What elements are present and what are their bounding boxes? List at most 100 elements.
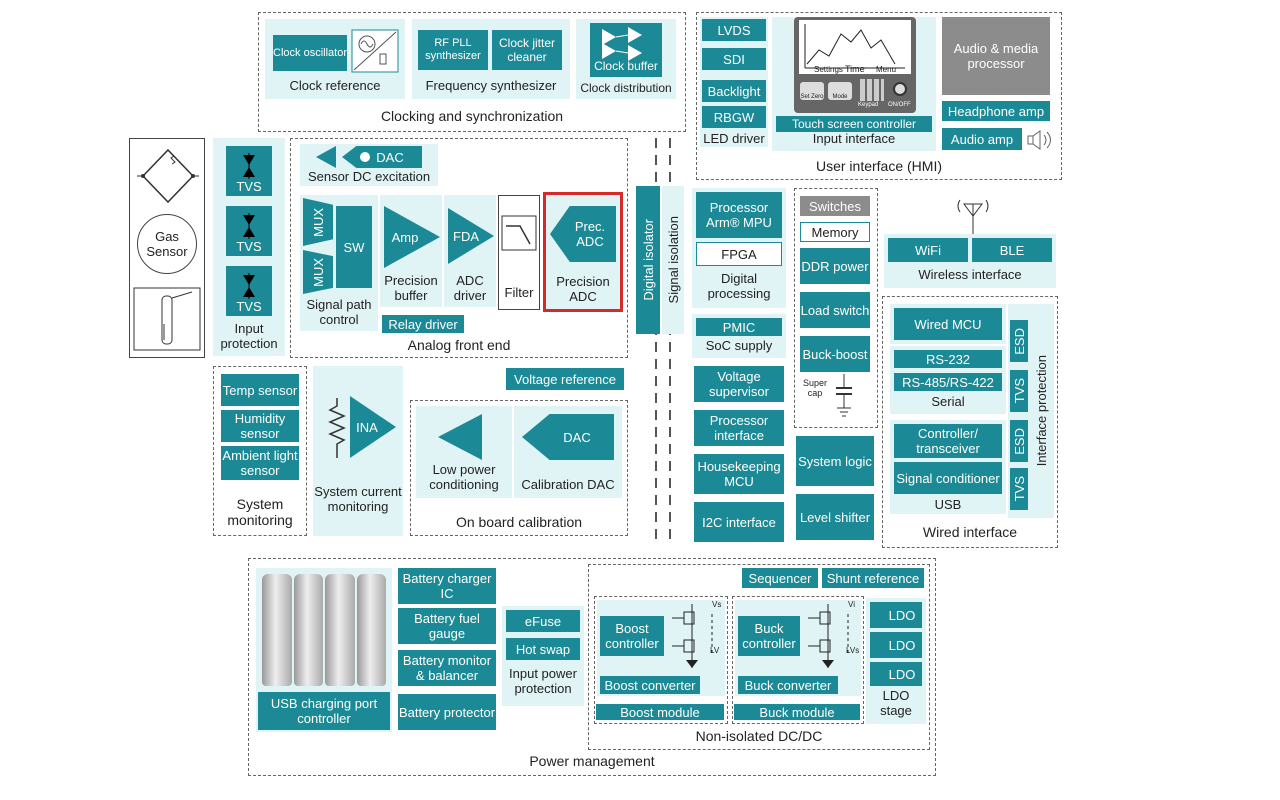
- system-logic-block: System logic: [796, 436, 874, 486]
- ldo-block-3: LDO: [870, 662, 922, 686]
- serial-caption: Serial: [931, 394, 965, 409]
- gas-sensor-circle: Gas Sensor: [137, 214, 197, 274]
- analog-front-end-group: [290, 138, 628, 358]
- speaker-icon: [1027, 130, 1051, 150]
- clock-oscillator-block: Clock oscillator: [273, 35, 347, 71]
- power-button-icon: [893, 82, 907, 96]
- headphone-amp-block: Headphone amp: [942, 101, 1050, 121]
- sensor-frame: [129, 138, 205, 358]
- mode-label: Mode: [832, 94, 848, 100]
- voltage-supervisor-block: Voltage supervisor: [694, 366, 784, 402]
- battery-protector-block: Battery protector: [398, 694, 496, 730]
- excitation-dac-block: DAC: [342, 146, 422, 168]
- memory-group: [794, 188, 878, 428]
- battery-cell-icon: [325, 574, 355, 686]
- shunt-reference-block: Shunt reference: [822, 568, 924, 588]
- setzero-button: Set Zero: [800, 82, 824, 100]
- buck-boost-block: Buck-boost: [800, 336, 870, 372]
- buck-vi-label: Vi: [848, 600, 855, 609]
- battery-cell-icon: [356, 574, 386, 686]
- fpga-block: FPGA: [696, 242, 782, 266]
- usb-charging-block: USB charging port controller: [258, 692, 390, 730]
- low-power-conditioning-panel: [416, 406, 512, 498]
- ldo-block-1: LDO: [870, 602, 922, 628]
- tvs-label: TVS: [236, 299, 262, 314]
- boost-converter-block: Boost converter: [600, 676, 700, 694]
- battery-pack-icon: [262, 574, 386, 686]
- ble-block: BLE: [972, 238, 1052, 262]
- shunt-resistor-icon: [328, 398, 346, 458]
- esd-label: ESD: [1011, 427, 1027, 455]
- buck-mosfet-icon: [808, 604, 849, 668]
- audio-processor-block: Audio & media processor: [942, 17, 1050, 95]
- excitation-dac-label: DAC: [376, 149, 404, 165]
- usb-caption: USB: [934, 497, 962, 512]
- screen-menu-label: Menu: [876, 65, 897, 74]
- precision-buffer-caption: Precision buffer: [384, 273, 438, 303]
- wired-group: [882, 296, 1058, 548]
- calibration-dac-caption: Calibration DAC: [521, 477, 615, 492]
- boost-module-group: [594, 596, 728, 724]
- touch-controller-block: Touch screen controller: [776, 116, 932, 132]
- filter-panel: [498, 195, 540, 310]
- clocking-title: Clocking and synchronization: [380, 108, 564, 124]
- clock-reference-caption: Clock reference: [289, 78, 381, 93]
- level-shifter-block: Level shifter: [796, 494, 874, 540]
- lvds-block: LVDS: [702, 19, 766, 41]
- efuse-block: eFuse: [506, 610, 580, 632]
- tvs-block-wired-2: TVS: [1010, 468, 1028, 510]
- battery-monitor-block: Battery monitor & balancer: [398, 650, 496, 686]
- hmi-group: [696, 12, 1062, 180]
- keypad-icon: [860, 79, 884, 101]
- temp-sensor-block: Temp sensor: [221, 374, 299, 406]
- buffer-triangles-icon: [602, 27, 642, 61]
- mode-button: Mode: [828, 82, 852, 100]
- wifi-block: WiFi: [888, 238, 968, 262]
- buck-converter-block: Buck converter: [738, 676, 838, 694]
- battery-charger-block: Battery charger IC: [398, 568, 496, 604]
- frequency-synthesizer-caption: Frequency synthesizer: [425, 78, 557, 93]
- mux-label: MUX: [310, 257, 326, 287]
- tvs-diode-icon: [243, 273, 255, 299]
- ldo-stage-caption: LDO stage: [880, 688, 912, 718]
- buck-controller-block: Buck controller: [738, 616, 800, 656]
- crystal-oscillator-icon: [351, 29, 399, 73]
- signal-conditioner-block: Signal conditioner: [894, 462, 1002, 494]
- esd-label: ESD: [1011, 327, 1027, 355]
- system-monitoring-caption: System monitoring: [227, 496, 293, 528]
- screen-settings-label: Settings: [814, 65, 843, 74]
- system-monitoring-group: [213, 366, 307, 536]
- boost-lv-label: LV: [710, 646, 720, 655]
- humidity-sensor-block: Humidity sensor: [221, 410, 299, 442]
- buck-module-block: Buck module: [734, 704, 860, 720]
- non-isolated-group: [588, 564, 930, 750]
- rs485-block: RS-485/RS-422: [894, 373, 1002, 391]
- tvs-diode-icon: [243, 213, 255, 239]
- voltage-reference-block: Voltage reference: [506, 368, 624, 390]
- tvs-label: TVS: [1011, 476, 1027, 502]
- esd-block-2: ESD: [1010, 420, 1028, 462]
- i2c-interface-block: I2C interface: [694, 502, 784, 542]
- input-interface-caption: Input interface: [812, 131, 896, 146]
- jitter-cleaner-block: Clock jitter cleaner: [492, 30, 562, 70]
- gas-sensor-label: Gas Sensor: [146, 229, 188, 259]
- screen-time-label: Time: [845, 64, 865, 74]
- boost-mosfet-icon: [672, 604, 713, 668]
- antenna-icon: [957, 199, 989, 236]
- pmic-block: PMIC: [696, 318, 782, 336]
- input-protection-caption: Input protection: [220, 321, 278, 351]
- rbgw-block: RBGW: [702, 106, 766, 128]
- digital-isolator-block: Digital isolator: [636, 186, 660, 334]
- signal-isolation-panel: Signal isolation: [662, 186, 684, 334]
- ambient-light-block: Ambient light sensor: [221, 446, 299, 480]
- ldo-block-2: LDO: [870, 632, 922, 658]
- relay-driver-block: Relay driver: [382, 315, 464, 333]
- digital-isolator-label: Digital isolator: [640, 219, 656, 301]
- backlight-block: Backlight: [702, 80, 766, 102]
- tvs-block-wired-1: TVS: [1010, 370, 1028, 412]
- non-isolated-caption: Non-isolated DC/DC: [695, 728, 823, 744]
- tvs-block-2: TVS: [226, 206, 272, 256]
- onoff-label: ON/OFF: [888, 102, 911, 108]
- buck-lvs-label: LVs: [846, 646, 860, 655]
- sw-block: SW: [336, 206, 372, 288]
